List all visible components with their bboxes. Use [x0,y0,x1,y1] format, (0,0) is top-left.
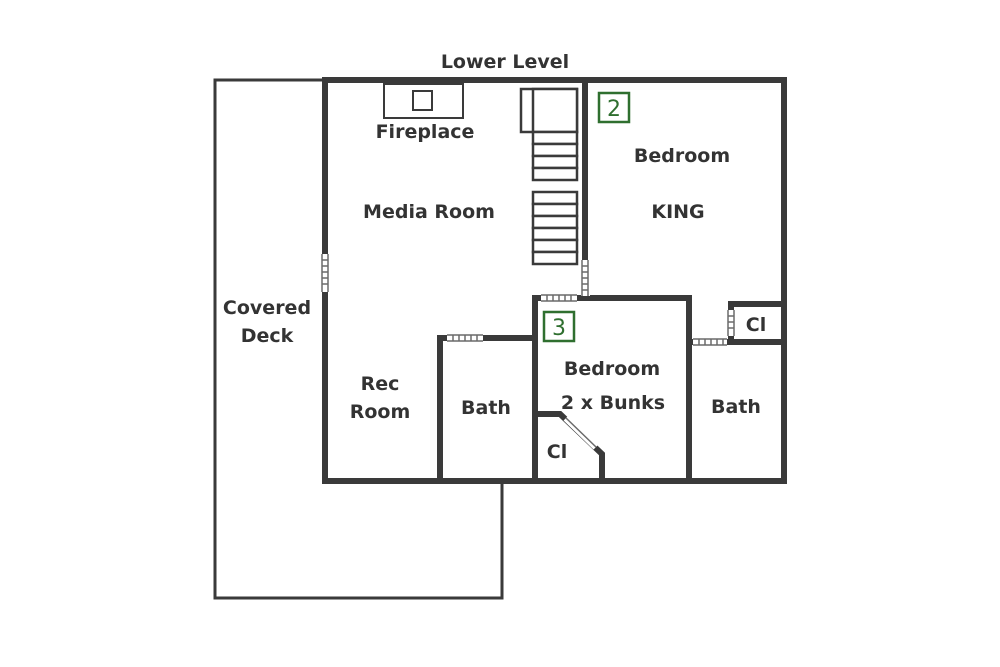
door-bath-right [693,338,727,347]
plan-title: Lower Level [441,51,569,73]
door-deck [321,254,330,292]
label-covered-deck-2: Deck [241,325,294,347]
room-number-3-box [542,310,576,343]
room-number-2-box [597,91,631,124]
doorways [321,254,736,450]
label-closet-left: Cl [547,441,567,463]
label-media-room: Media Room [363,201,495,223]
label-rec-room-2: Room [350,401,411,423]
label-bath-left: Bath [461,397,511,419]
label-bath-right: Bath [711,396,761,418]
wall-bedroom3 [532,295,692,484]
room-number-2: 2 [607,97,621,122]
label-bunks: 2 x Bunks [561,392,665,414]
label-closet-right: Cl [746,314,766,336]
fireplace-box [412,90,433,111]
fireplace-hearth [383,83,464,119]
room-number-3: 3 [552,316,566,341]
wall-bath-left [437,335,538,484]
label-king: KING [651,201,704,223]
label-bedroom-3: Bedroom [564,358,660,380]
label-fireplace: Fireplace [376,121,475,143]
label-bedroom-2: Bedroom [634,145,730,167]
covered-deck-outline [213,78,504,600]
label-covered-deck-1: Covered [223,297,311,319]
door-closet-right [727,310,736,336]
label-rec-room-1: Rec [361,373,400,395]
staircase [519,87,579,266]
